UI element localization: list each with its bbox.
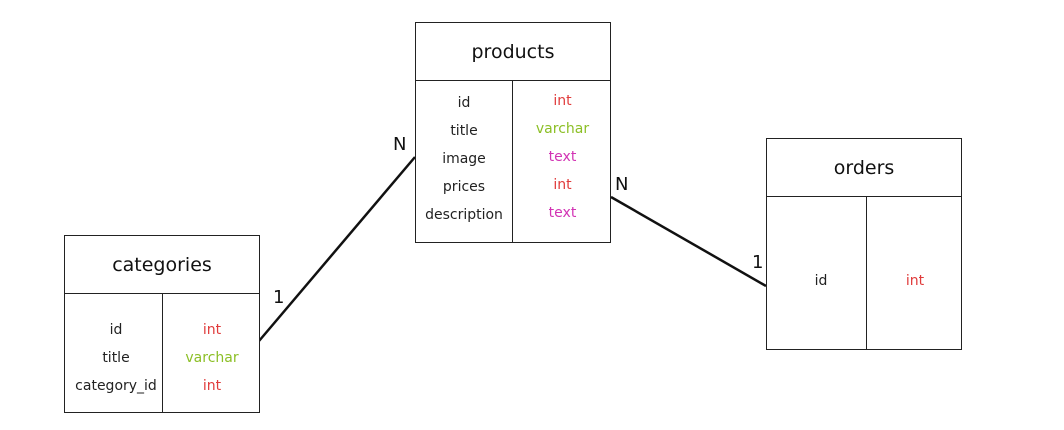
categories-table[interactable]: categories id int title varchar category… bbox=[64, 235, 260, 413]
orders-fields: id int bbox=[767, 197, 961, 349]
categories-column-divider bbox=[162, 294, 163, 412]
products-column-divider bbox=[512, 81, 513, 242]
cardinality-categories-one: 1 bbox=[273, 287, 285, 308]
categories-table-title: categories bbox=[65, 236, 259, 294]
orders-table-title: orders bbox=[767, 139, 961, 197]
products-field-name: prices bbox=[442, 179, 486, 195]
categories-field-type: int bbox=[202, 378, 222, 394]
categories-field-name: title bbox=[102, 350, 130, 366]
orders-column-divider bbox=[866, 197, 867, 349]
cardinality-products-many-right: N bbox=[615, 174, 629, 195]
products-field-type: int bbox=[553, 93, 572, 109]
products-field-type: varchar bbox=[535, 121, 590, 137]
products-table-title: products bbox=[416, 23, 610, 81]
products-table[interactable]: products id int title varchar image text… bbox=[415, 22, 611, 243]
products-field-name: description bbox=[425, 207, 503, 223]
products-fields: id int title varchar image text prices i… bbox=[416, 81, 610, 242]
products-field-name: id bbox=[457, 95, 471, 111]
products-field-name: image bbox=[442, 151, 486, 167]
products-field-type: text bbox=[548, 149, 577, 165]
orders-table[interactable]: orders id int bbox=[766, 138, 962, 350]
cardinality-products-many-left: N bbox=[393, 134, 407, 155]
cardinality-orders-one: 1 bbox=[752, 252, 764, 273]
categories-field-type: int bbox=[202, 322, 222, 338]
categories-products-link bbox=[258, 156, 416, 342]
products-orders-link bbox=[610, 195, 767, 288]
categories-field-name: id bbox=[109, 322, 123, 338]
categories-field-type: varchar bbox=[185, 350, 239, 366]
products-field-type: int bbox=[553, 177, 572, 193]
categories-field-name: category_id bbox=[75, 378, 157, 394]
categories-fields: id int title varchar category_id int bbox=[65, 294, 259, 412]
products-field-type: text bbox=[548, 205, 577, 221]
orders-field-type: int bbox=[905, 273, 925, 289]
orders-field-name: id bbox=[814, 273, 828, 289]
products-field-name: title bbox=[450, 123, 478, 139]
